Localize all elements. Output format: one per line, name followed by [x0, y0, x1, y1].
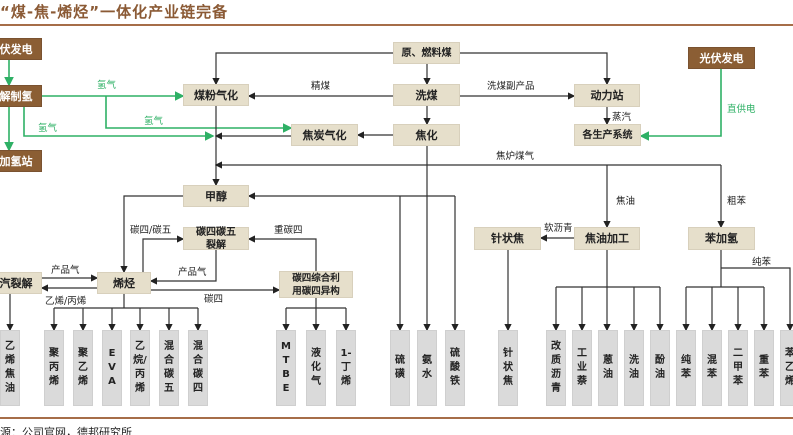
node-h2-station: 加氢站: [0, 150, 42, 172]
product-box: 洗油: [624, 330, 644, 406]
label-heavy-c4: 重碳四: [274, 225, 303, 236]
node-production-systems: 各生产系统: [574, 124, 641, 146]
flow-arrow: [212, 52, 393, 86]
node-raw-coal: 原、燃料煤: [393, 42, 460, 64]
label-washing-byproduct: 洗煤副产品: [487, 81, 535, 92]
node-needle-coke: 针状焦: [474, 227, 541, 250]
node-steam-cracking: 汽裂解: [0, 272, 42, 294]
hydrogen-flow-arrow: [23, 107, 215, 141]
flow-arrow: [460, 52, 611, 86]
hydrogen-flow-arrow: [105, 96, 293, 133]
flow-arrow: [120, 195, 183, 274]
label-clean-coal: 精煤: [311, 81, 331, 92]
node-c4c5-cracking: 碳四碳五裂解: [183, 227, 249, 251]
label-soft-pitch: 软沥青: [544, 223, 573, 234]
label-crude-benzene: 粗苯: [727, 196, 747, 207]
product-box: 二甲苯: [728, 330, 748, 406]
node-tar-processing: 焦油加工: [574, 227, 640, 250]
product-box: 乙烯焦油: [0, 330, 20, 406]
product-box: 蒽油: [598, 330, 618, 406]
product-box: 乙烷/丙烯: [130, 330, 150, 406]
node-benzene-hydro: 苯加氢: [688, 227, 755, 250]
label-product-gas: 产品气: [178, 267, 207, 278]
product-box: 混合碳五: [159, 330, 179, 406]
product-box: 1-丁烯: [336, 330, 356, 406]
label-product-gas: 产品气: [51, 265, 80, 276]
bottom-rule: [0, 417, 793, 419]
flow-arrow: [142, 235, 185, 272]
product-box: 改质沥青: [546, 330, 566, 406]
flow-arrow: [247, 235, 317, 271]
label-c4: 碳四: [204, 294, 224, 305]
product-box: 苯乙烯: [780, 330, 793, 406]
product-box: 液化气: [306, 330, 326, 406]
label-ethylene-propylene: 乙烯/丙烯: [45, 296, 87, 307]
node-c4-utilization: 碳四综合利用碳四异构: [279, 271, 353, 298]
hydrogen-flow-arrow: [639, 69, 722, 141]
node-methanol: 甲醇: [183, 185, 249, 207]
node-electrolysis: 解制氢: [0, 85, 42, 107]
label-h2: 氢气: [144, 116, 164, 127]
label-pure-benzene: 纯苯: [752, 257, 772, 268]
label-steam: 蒸汽: [612, 112, 632, 123]
flow-arrow: [149, 250, 217, 285]
product-box: 硫磺: [390, 330, 410, 406]
source-note: 源：公司官网，德邦研究所: [0, 426, 132, 435]
product-box: MTBE: [276, 330, 296, 406]
node-power-station: 动力站: [574, 84, 640, 107]
product-box: 氨水: [417, 330, 437, 406]
label-tar: 焦油: [616, 196, 636, 207]
label-direct-power: 直供电: [727, 104, 756, 115]
product-box: EVA: [102, 330, 122, 406]
product-box: 酚油: [650, 330, 670, 406]
node-pv-right: 光伏发电: [688, 47, 755, 69]
node-washing: 洗煤: [393, 84, 460, 106]
product-box: 混合碳四: [188, 330, 208, 406]
label-c4c5: 碳四/碳五: [130, 225, 172, 236]
product-box: 纯苯: [676, 330, 696, 406]
node-coke-gasification: 焦炭气化: [291, 124, 358, 146]
diagram-title: “煤-焦-烯烃”一体化产业链完备: [0, 3, 229, 21]
node-coal-gasification: 煤粉气化: [183, 84, 249, 106]
node-pv-left: 伏发电: [0, 38, 42, 60]
node-coking: 焦化: [393, 124, 460, 146]
label-h2: 氢气: [97, 80, 117, 91]
product-box: 硫酸铁: [445, 330, 465, 406]
label-h2: 氢气: [38, 123, 58, 134]
product-box: 针状焦: [498, 330, 518, 406]
product-box: 聚丙烯: [44, 330, 64, 406]
label-coke-oven-gas: 焦炉煤气: [496, 151, 535, 162]
product-box: 工业萘: [572, 330, 592, 406]
top-rule: [0, 24, 793, 26]
flow-arrow: [721, 267, 793, 332]
product-box: 重苯: [754, 330, 774, 406]
product-box: 混苯: [702, 330, 722, 406]
product-box: 聚乙烯: [73, 330, 93, 406]
node-olefins: 烯烃: [97, 272, 151, 294]
